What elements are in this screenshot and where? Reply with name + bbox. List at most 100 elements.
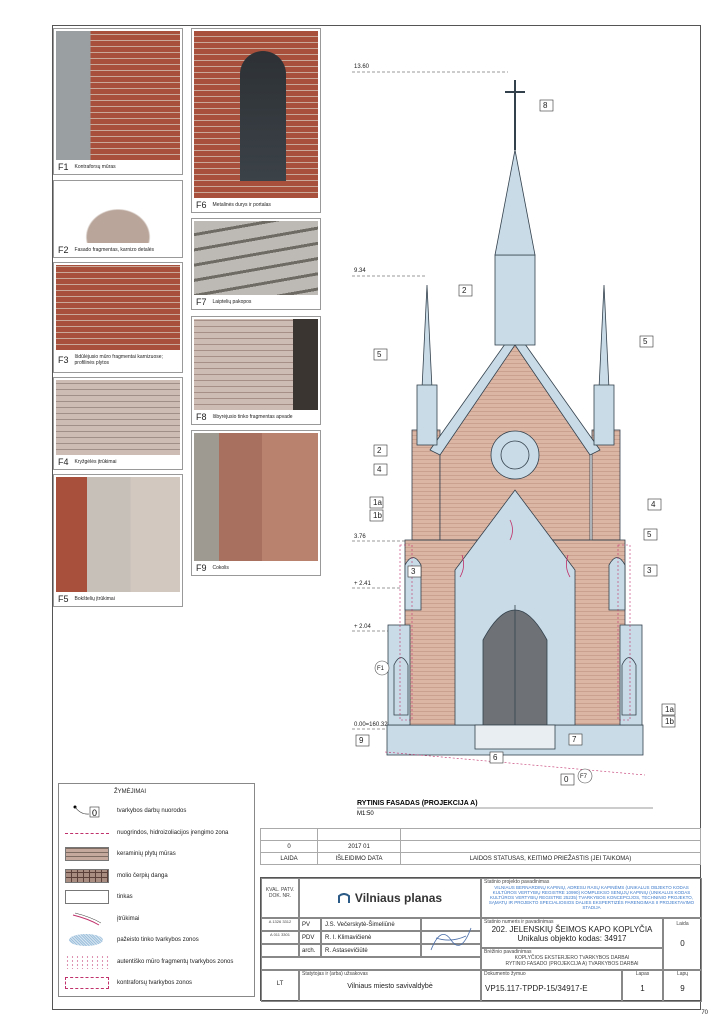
callout-marker-box <box>639 335 654 348</box>
header-date: IŠLEIDIMO DATA <box>317 852 401 865</box>
photo-id: F8 <box>196 411 207 422</box>
legend-swatch-tile <box>65 868 109 883</box>
qualification-doc: A 011 3301 <box>261 931 299 944</box>
level-label: 9.34 <box>354 268 366 274</box>
callout-marker-box <box>407 565 422 578</box>
drawing-name: KOPLYČIOS EKSTERJERO TVARKYBOS DARBAI <box>514 955 630 961</box>
object-name: 202. JELENSKIŲ ŠEIMOS KAPO KOPLYČIA <box>491 925 653 934</box>
callout-marker: 1a <box>373 498 382 507</box>
callout-marker: 1b <box>373 511 382 520</box>
doc-label: Dokumento žymuo <box>484 971 526 977</box>
callout-marker: 4 <box>377 465 382 474</box>
client-name: Vilniaus miesto savivaldybė <box>347 983 433 990</box>
photo-f3: F3 Išdūlėjusio mūro fragmentai karnizuose… <box>53 262 183 373</box>
object-code: Unikalus objekto kodas: 34917 <box>517 934 627 943</box>
level-label: + 2.04 <box>354 624 372 630</box>
callout-marker-box <box>373 444 388 457</box>
callout-marker-box <box>661 703 676 716</box>
photo-caption: Metalinės durys ir portalas <box>212 201 271 208</box>
callout-marker: 3 <box>647 566 652 575</box>
level-label: 3.76 <box>354 534 366 540</box>
person-role: PDV <box>299 931 321 944</box>
callout-marker: 6 <box>493 753 498 762</box>
project-name: VILNIAUS BERNARDINŲ KAPINIŲ, ADRESU RASŲ… <box>488 885 695 910</box>
callout-marker: 7 <box>572 735 577 744</box>
header-status: LAIDOS STATUSAS, KEITIMO PRIEŽASTIS (JEI… <box>400 852 701 865</box>
callout-marker-box <box>373 348 388 361</box>
photo-id: F4 <box>58 456 69 467</box>
callout-marker: 3 <box>411 567 416 576</box>
callout-marker-box <box>643 564 658 577</box>
legend-item-brick: keraminių plytų mūras <box>59 844 256 864</box>
vilniaus-planas-logo-icon <box>337 893 350 903</box>
callout-marker-box <box>458 284 473 297</box>
callout-marker-box <box>568 733 583 746</box>
person-role: PV <box>299 918 321 931</box>
legend-item-crack: įtrūkimai <box>59 909 256 929</box>
callout-marker: 1a <box>665 705 674 714</box>
legend-label: tinkas <box>117 894 133 900</box>
revision-number: 0 <box>260 840 318 853</box>
legend-swatch-dots <box>65 954 109 969</box>
legend-swatch-dashed-rect <box>65 976 109 990</box>
signature-cell <box>421 931 481 944</box>
callout-marker-box <box>355 734 370 747</box>
qualification-doc: A 1326 3312 <box>261 918 299 931</box>
legend-item-tile: molio čerpių danga <box>59 866 256 886</box>
person-role: arch. <box>299 944 321 957</box>
legend-swatch-hatched-oval <box>65 933 109 947</box>
legend-label: tvarkybos darbų nuorodos <box>117 808 187 814</box>
person-name: J.S. Večerskytė-Šimeliūnė <box>321 918 421 931</box>
callout-marker-box <box>661 715 676 728</box>
legend-item-hatched-oval: pažeisto tinko tvarkybos zonos <box>59 930 256 950</box>
signature-cell <box>421 918 481 931</box>
photo-id: F7 <box>196 296 207 307</box>
callout-marker-box <box>369 496 384 509</box>
drawing-sheet <box>52 25 701 1010</box>
photo-id: F6 <box>196 199 207 210</box>
callout-marker: 1b <box>665 717 674 726</box>
title-block: KVAL. PATV. DOK. NR. Vilniaus planas Sta… <box>260 877 702 1002</box>
legend-swatch-brick <box>65 847 109 861</box>
callout-marker: 9 <box>359 736 364 745</box>
client-label: Statytojas ir (arba) užsakovas <box>302 971 368 977</box>
callout-marker: 5 <box>643 337 648 346</box>
person-name: R. Astasevičiūtė <box>321 944 421 957</box>
callout-marker: 2 <box>377 446 382 455</box>
photo-caption: Kryžgėlės įtrūkimai <box>74 458 117 465</box>
photo-ref: F7 <box>580 774 588 780</box>
callout-marker: 0 <box>564 775 569 784</box>
callout-marker-box <box>539 99 554 112</box>
callout-marker: 4 <box>651 500 656 509</box>
callout-marker: 2 <box>462 286 467 295</box>
empty-row <box>261 957 481 970</box>
legend-item-plaster: tinkas <box>59 887 256 907</box>
legend-swatch-dashed-line <box>65 826 109 840</box>
lapas-label: Lapas <box>635 971 650 977</box>
photo-id: F3 <box>58 355 69 365</box>
lapu-label: Lapų <box>676 971 689 977</box>
legend-item-dashed-line: nuogrindos, hidroizoliacijos įrengimo zo… <box>59 823 256 843</box>
callout-marker-box <box>647 498 662 511</box>
revision-date: 2017 01 <box>317 840 401 853</box>
page-number: 70 <box>701 1010 708 1016</box>
drawing-scale: M1:50 <box>357 811 374 817</box>
legend-title: ŽYMĖJIMAI <box>114 789 147 795</box>
photo-caption: Kontraforsų mūras <box>74 163 116 170</box>
callout-marker-box <box>560 773 575 786</box>
callout-marker-box <box>643 528 658 541</box>
photo-caption: Išdūlėjusio mūro fragmentai karnizuose; … <box>74 354 163 366</box>
country: LT <box>276 981 284 987</box>
photo-id: F2 <box>58 244 69 255</box>
drawing-title: RYTINIS FASADAS (PROJEKCIJA A) <box>357 800 478 807</box>
doc-code: VP15.117-TPDP-15/34917-E <box>485 984 588 993</box>
callout-marker-box <box>489 751 504 764</box>
legend-item-dots: autentiško mūro fragmentų tvarkybos zono… <box>59 952 256 972</box>
legend-label: nuogrindos, hidroizoliacijos įrengimo zo… <box>117 829 229 836</box>
